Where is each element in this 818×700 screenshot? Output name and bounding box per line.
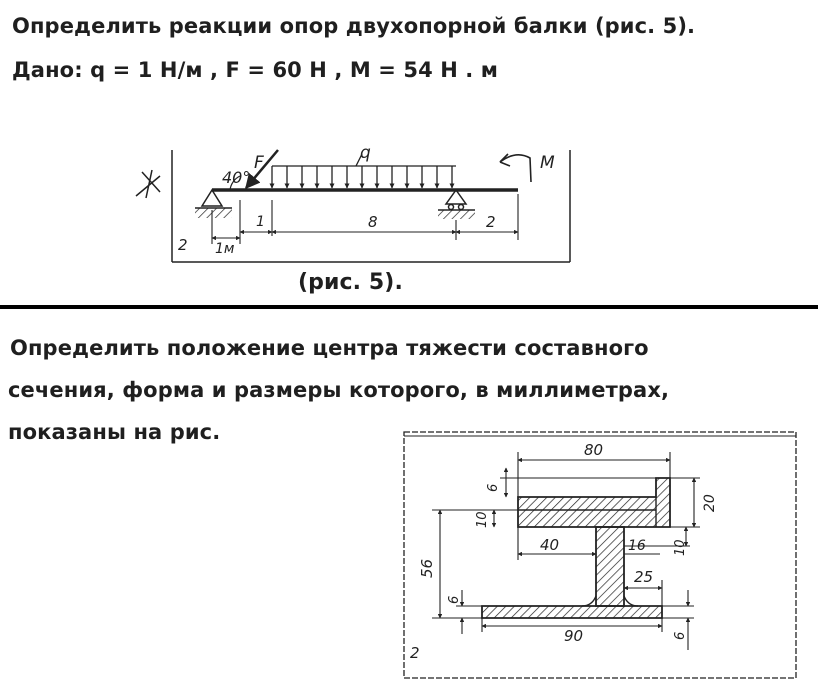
dim-25: 25: [634, 568, 653, 586]
section-corner-number: 2: [410, 644, 420, 662]
bottom-flange-shape: [481, 605, 663, 619]
problem1-line1: Определить реакции опор двухопорной балк…: [12, 14, 696, 38]
label-angle: 40°: [222, 168, 250, 187]
top-angle-shape: [517, 477, 671, 528]
dim-1: 1: [256, 214, 265, 230]
section-frame: [403, 431, 797, 679]
dim-10-left: 10: [475, 511, 490, 528]
dim-6-bottom: 6: [673, 632, 688, 640]
dim-90: 90: [564, 627, 583, 645]
problem2-line2: сечения, форма и размеры которого, в мил…: [8, 378, 670, 402]
dim-2: 2: [486, 213, 496, 231]
web-shape: [595, 526, 625, 607]
pinned-support-left: [195, 188, 232, 218]
dim-40: 40: [540, 536, 559, 554]
dim-16: 16: [628, 538, 646, 554]
problem2-line1: Определить положение центра тяжести сост…: [10, 336, 649, 360]
section-divider: [0, 305, 818, 309]
fig5-corner-mark: [135, 169, 161, 199]
fig5-corner-number: 2: [178, 236, 188, 254]
fig5-dimensions: [211, 194, 519, 244]
label-load-q: q: [360, 143, 371, 163]
label-moment-m: M: [540, 153, 555, 173]
moment-m-arrow: [499, 154, 532, 183]
section-dimensions: [432, 452, 700, 650]
dim-6-top: 6: [486, 484, 501, 492]
dim-8: 8: [368, 213, 378, 231]
angle-arc: [229, 175, 241, 191]
dim-56: 56: [418, 559, 436, 578]
problem2-line3: показаны на рис.: [8, 420, 221, 444]
dim-6-mid: 6: [447, 596, 462, 604]
force-f-arrow: [245, 149, 279, 190]
figure5-caption: (рис. 5).: [298, 270, 403, 295]
label-force-f: F: [254, 153, 264, 173]
section-diagram: [403, 431, 797, 679]
dim-10-right: 10: [673, 539, 688, 556]
distributed-load-q: [269, 153, 456, 189]
dim-80: 80: [584, 441, 603, 459]
problem1-given-line: Дано: q = 1 Н/м , F = 60 Н , М = 54 Н . …: [12, 58, 499, 82]
dim-1m: 1м: [215, 241, 235, 257]
dim-20: 20: [702, 494, 718, 512]
roller-support-right: [438, 188, 475, 219]
figure5-beam-diagram: [135, 149, 571, 263]
